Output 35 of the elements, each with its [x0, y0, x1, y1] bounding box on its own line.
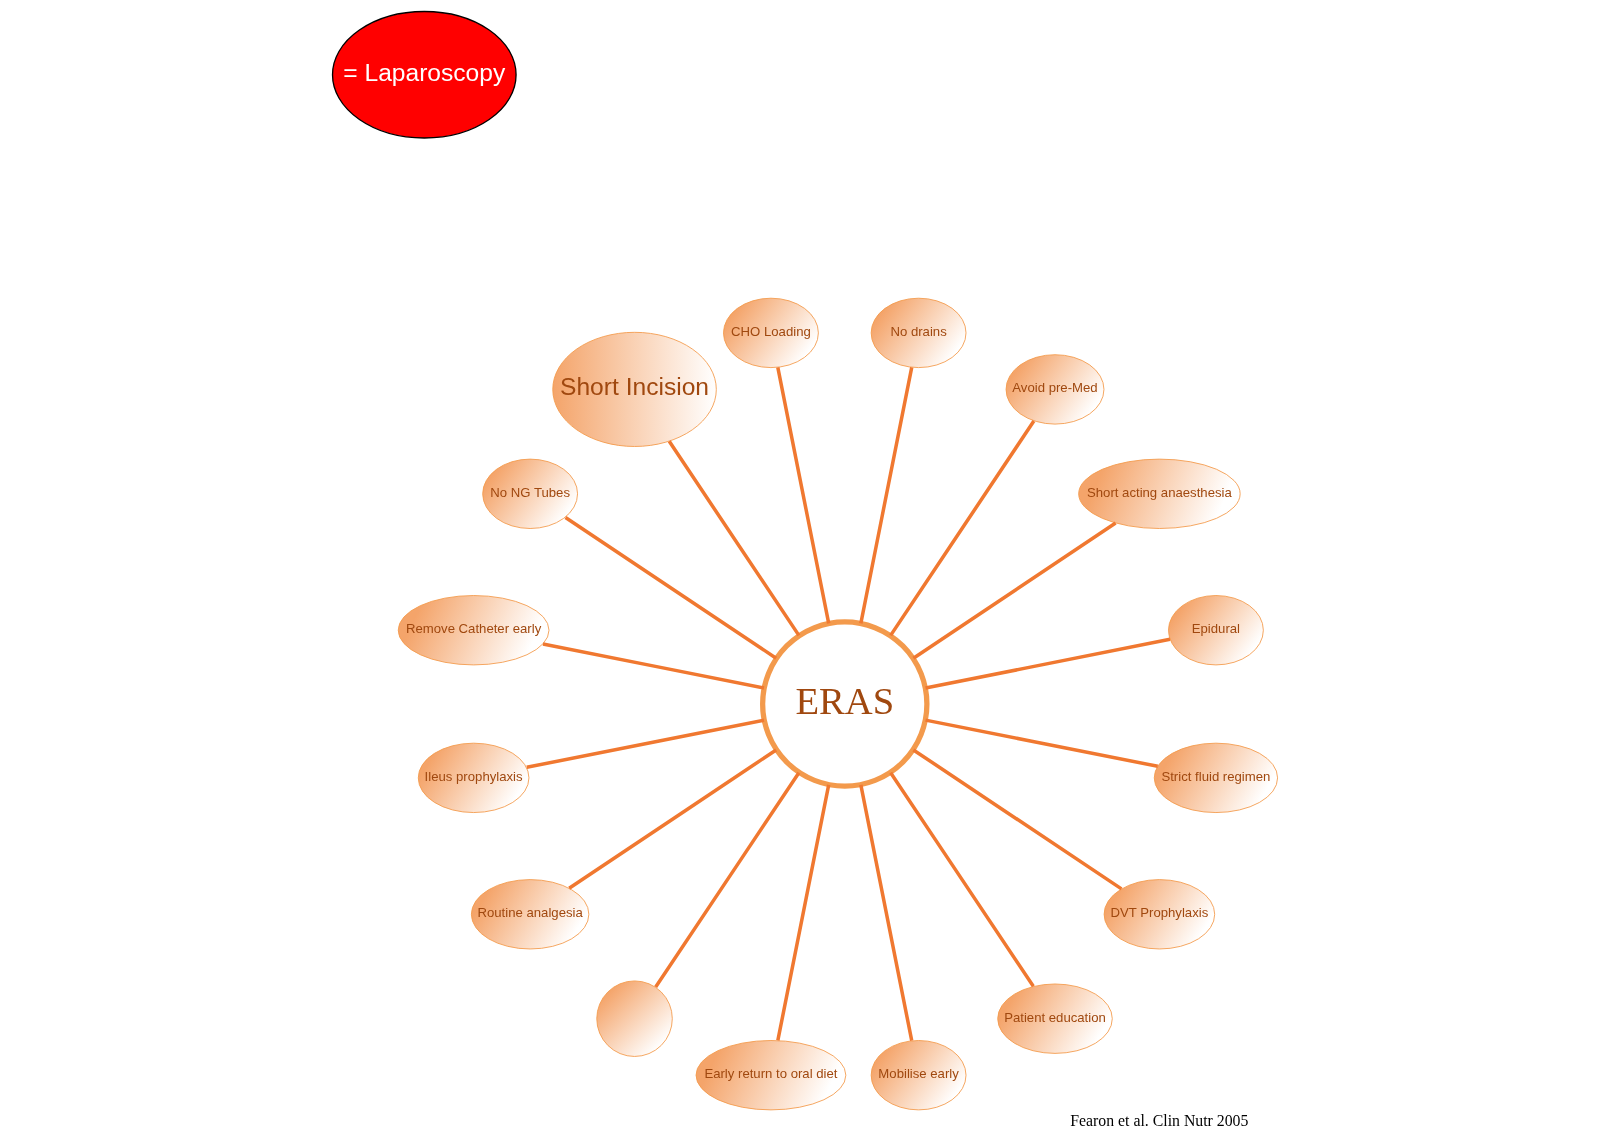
node-ellipse: Ileus prophylaxis — [417, 742, 530, 813]
node-ellipse: Routine analgesia — [470, 879, 590, 950]
node-ellipse: CHO Loading — [723, 297, 819, 369]
node-ellipse: Short acting anaesthesia — [1078, 458, 1241, 529]
node-ellipse: Short Incision — [552, 331, 717, 447]
node-ellipse: Avoid pre-Med — [1005, 354, 1105, 425]
connector — [925, 718, 1159, 769]
connector — [776, 784, 831, 1041]
node-ellipse: Remove Catheter early — [397, 595, 550, 666]
connector — [912, 748, 1123, 891]
connector — [912, 521, 1117, 660]
connector — [889, 420, 1036, 637]
connector — [564, 516, 778, 660]
node-ellipse: No NG Tubes — [482, 458, 578, 529]
connector — [925, 637, 1171, 690]
connector — [654, 771, 801, 989]
node-ellipse: Early return to oral diet — [695, 1040, 847, 1111]
connector — [568, 748, 778, 890]
caption: Fearon et al. Clin Nutr 2005 — [1070, 1112, 1249, 1130]
connector — [667, 440, 801, 637]
node-circle — [596, 980, 673, 1057]
node-ellipse: Patient education — [997, 983, 1113, 1054]
node-ellipse: Mobilise early — [870, 1040, 967, 1111]
node-ellipse: = Laparoscopy — [331, 10, 517, 139]
node-ellipse: Epidural — [1168, 595, 1264, 666]
connector — [526, 718, 765, 770]
node-ellipse: Strict fluid regimen — [1153, 742, 1278, 813]
connector — [542, 642, 765, 690]
node-ellipse: DVT Prophylaxis — [1103, 879, 1216, 950]
connector — [889, 771, 1035, 988]
connector — [859, 367, 914, 624]
connector — [859, 784, 914, 1041]
connector — [776, 367, 831, 624]
node-circle: ERAS — [760, 619, 930, 789]
node-ellipse: No drains — [870, 297, 967, 369]
